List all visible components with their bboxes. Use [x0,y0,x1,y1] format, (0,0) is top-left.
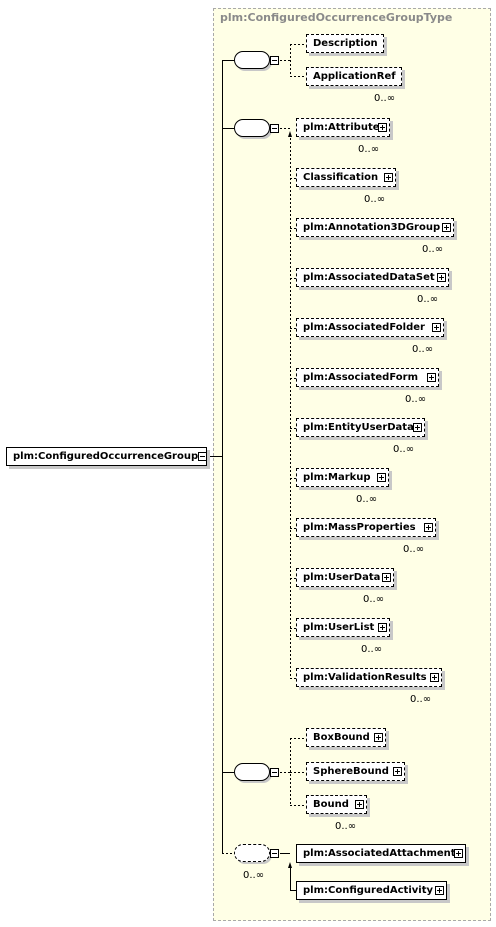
sequence-compositor[interactable] [234,51,270,69]
element-applicationref[interactable]: ApplicationRef [306,67,402,86]
element-label: plm:AssociatedAttachment [303,848,456,859]
element-attribute[interactable]: plm:Attribute [296,118,390,137]
cardinality: 0..∞ [403,544,425,555]
element-label: Bound [313,799,349,810]
sequence-compositor[interactable] [234,119,270,137]
element-label: plm:Markup [303,472,371,483]
expand-icon[interactable] [435,886,444,895]
expand-icon[interactable] [454,849,463,858]
element-configuredactivity[interactable]: plm:ConfiguredActivity [296,881,447,900]
cardinality: 0..∞ [356,494,378,505]
cardinality: 0..∞ [417,294,439,305]
expand-icon[interactable] [384,173,393,182]
collapse-icon[interactable] [270,56,279,65]
element-label: BoxBound [313,732,370,743]
expand-icon[interactable] [378,623,387,632]
element-label: Classification [303,172,379,183]
expand-icon[interactable] [393,767,402,776]
expand-icon[interactable] [427,373,436,382]
cardinality: 0..∞ [405,394,427,405]
expand-icon[interactable] [413,423,422,432]
element-associateddataset[interactable]: plm:AssociatedDataSet [296,268,449,287]
element-label: plm:UserList [303,622,375,633]
element-classification[interactable]: Classification [296,168,396,187]
expand-icon[interactable] [374,733,383,742]
complex-type-title: plm:ConfiguredOccurrenceGroupType [220,11,453,24]
element-label: plm:EntityUserData [303,422,414,433]
collapse-icon[interactable] [198,452,207,461]
cardinality: 0..∞ [393,444,415,455]
cardinality: 0..∞ [410,694,432,705]
element-boxbound[interactable]: BoxBound [306,728,386,747]
collapse-icon[interactable] [270,768,279,777]
expand-icon[interactable] [382,573,391,582]
element-validationresults[interactable]: plm:ValidationResults [296,668,442,687]
expand-icon[interactable] [437,273,446,282]
element-label: plm:Attribute [303,122,380,133]
element-associatedfolder[interactable]: plm:AssociatedFolder [296,318,444,337]
collapse-icon[interactable] [270,124,279,133]
expand-icon[interactable] [355,800,364,809]
expand-icon[interactable] [377,473,386,482]
expand-icon[interactable] [424,523,433,532]
cardinality: 0..∞ [335,821,357,832]
element-label: plm:Annotation3DGroup [303,222,441,233]
element-label: ApplicationRef [313,71,396,82]
element-markup[interactable]: plm:Markup [296,468,389,487]
expand-icon[interactable] [430,673,439,682]
root-element[interactable]: plm:ConfiguredOccurrenceGroup [6,447,207,466]
cardinality: 0..∞ [358,144,380,155]
collapse-icon[interactable] [270,849,279,858]
element-spherebound[interactable]: SphereBound [306,762,405,781]
choice-compositor[interactable] [234,844,270,862]
element-label: SphereBound [313,766,389,777]
element-label: plm:AssociatedDataSet [303,272,435,283]
element-annotation3dgroup[interactable]: plm:Annotation3DGroup [296,218,454,237]
element-label: plm:ValidationResults [303,672,427,683]
element-label: plm:AssociatedForm [303,372,418,383]
element-label: Description [313,38,378,49]
cardinality: 0..∞ [361,644,383,655]
cardinality: 0..∞ [412,344,434,355]
cardinality: 0..∞ [363,594,385,605]
expand-icon[interactable] [378,123,387,132]
cardinality: 0..∞ [374,93,396,104]
sequence-compositor[interactable] [234,763,270,781]
element-entityuserdata[interactable]: plm:EntityUserData [296,418,425,437]
element-label: plm:MassProperties [303,522,416,533]
element-label: plm:ConfiguredActivity [303,885,434,896]
element-massproperties[interactable]: plm:MassProperties [296,518,436,537]
element-associatedattachment[interactable]: plm:AssociatedAttachment [296,844,466,863]
element-userdata[interactable]: plm:UserData [296,568,394,587]
element-description[interactable]: Description [306,34,384,53]
element-associatedform[interactable]: plm:AssociatedForm [296,368,439,387]
element-label: plm:UserData [303,572,381,583]
expand-icon[interactable] [442,223,451,232]
element-label: plm:AssociatedFolder [303,322,425,333]
cardinality: 0..∞ [422,244,444,255]
cardinality: 0..∞ [364,194,386,205]
root-element-label: plm:ConfiguredOccurrenceGroup [13,451,199,462]
choice-cardinality: 0..∞ [243,870,265,881]
element-bound[interactable]: Bound [306,795,367,814]
element-userlist[interactable]: plm:UserList [296,618,390,637]
expand-icon[interactable] [432,323,441,332]
